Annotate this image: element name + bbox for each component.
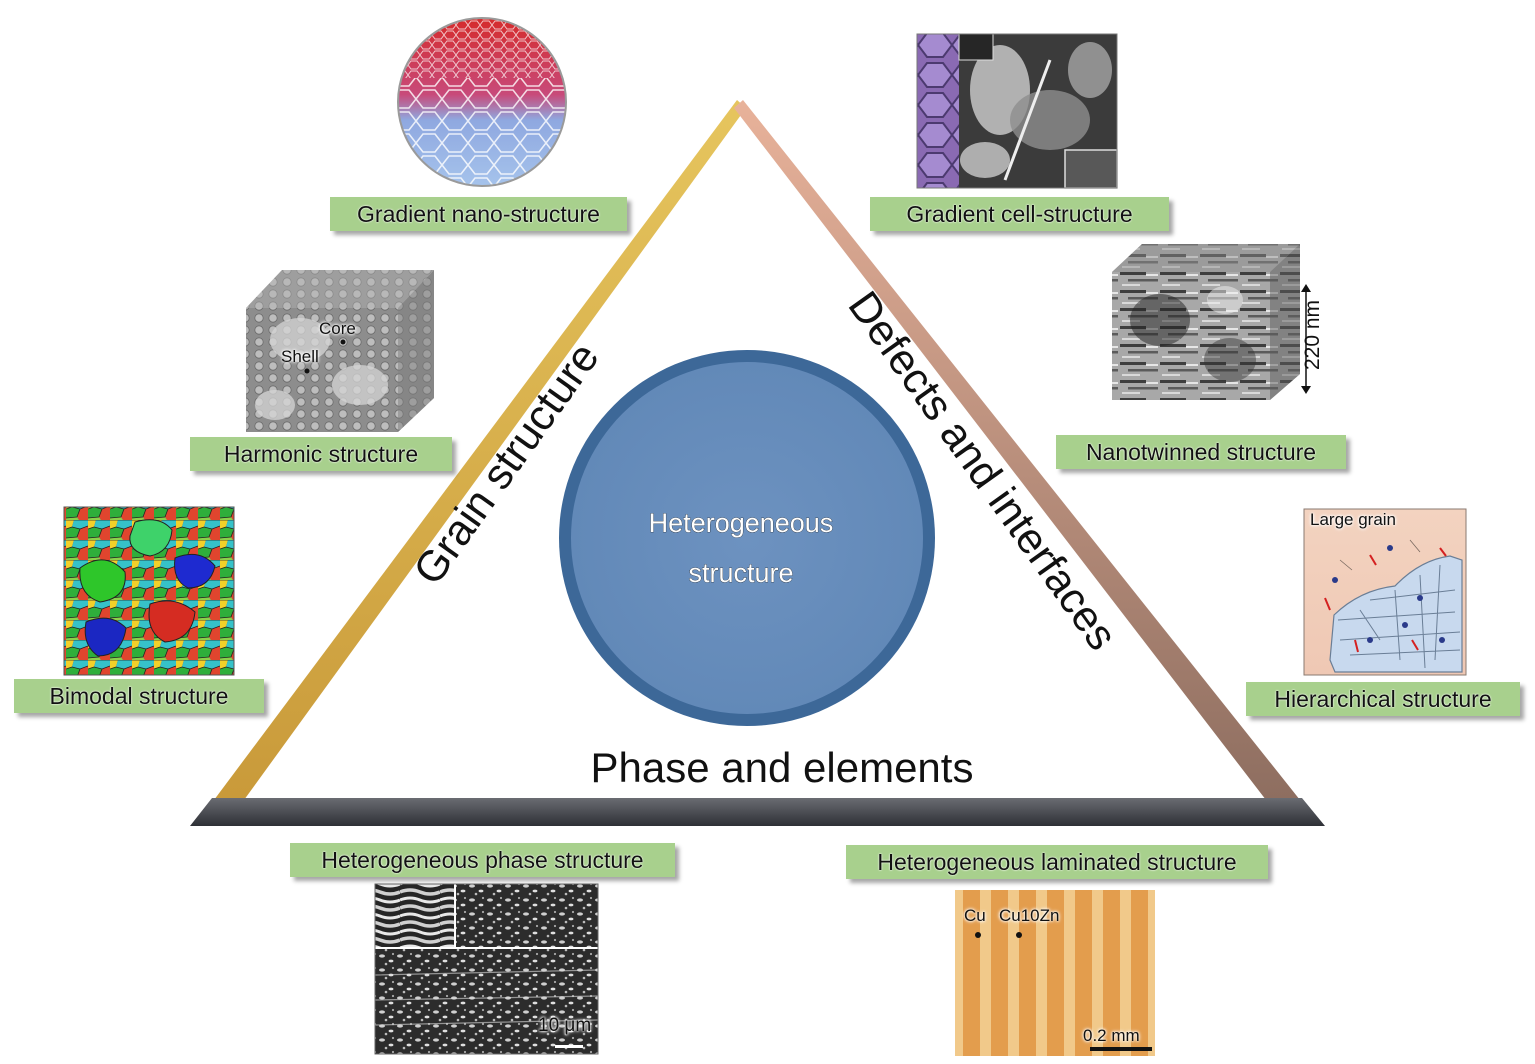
gradient-nano-image: [397, 17, 567, 187]
annotation-cu10zn: Cu10Zn: [999, 906, 1060, 925]
label-hetero-phase-structure: Heterogeneous phase structure: [290, 843, 675, 877]
label-text: Nanotwinned structure: [1085, 439, 1317, 465]
annotation-shell: Shell: [281, 347, 319, 366]
label-hetero-laminated-structure: Heterogeneous laminated structure: [846, 845, 1268, 879]
side-label-phase-elements: Phase and elements: [591, 744, 974, 791]
center-title-line1: Heterogeneous: [649, 508, 834, 538]
annotation-0-2mm: 0.2 mm: [1083, 1026, 1140, 1045]
label-text: Gradient cell-structure: [906, 201, 1133, 227]
nanotwinned-cube-image: [1112, 244, 1311, 400]
label-text: Heterogeneous laminated structure: [877, 849, 1237, 875]
annotation-large-grain: Large grain: [1310, 510, 1397, 529]
label-text: Bimodal structure: [49, 683, 229, 709]
label-harmonic-structure: Harmonic structure: [190, 437, 452, 471]
center-title-line2: structure: [688, 558, 793, 588]
label-hierarchical-structure: Hierarchical structure: [1246, 682, 1520, 716]
hetero-laminated-image: [955, 890, 1155, 1056]
label-text: Heterogeneous phase structure: [321, 847, 644, 873]
bimodal-image: [63, 506, 235, 676]
hetero-phase-image: [374, 883, 599, 1055]
harmonic-cube-image: [246, 270, 434, 432]
label-text: Gradient nano-structure: [357, 201, 600, 227]
label-text: Harmonic structure: [223, 441, 419, 467]
right-side-bar: [734, 100, 1300, 800]
center-circle: Heterogeneous structure: [559, 350, 935, 726]
label-gradient-nano-structure: Gradient nano-structure: [330, 197, 627, 231]
gradient-cell-image: [916, 33, 1118, 189]
annotation-220nm: 220 nm: [1301, 299, 1325, 371]
annotation-core: Core: [319, 319, 356, 338]
base-bar: [190, 798, 1325, 826]
label-bimodal-structure: Bimodal structure: [14, 679, 264, 713]
label-nanotwinned-structure: Nanotwinned structure: [1056, 435, 1346, 469]
label-gradient-cell-structure: Gradient cell-structure: [870, 197, 1169, 231]
hierarchical-image: [1303, 508, 1467, 676]
label-text: Hierarchical structure: [1274, 686, 1492, 712]
annotation-cu: Cu: [964, 906, 986, 925]
annotation-10um: 10 μm: [538, 1015, 592, 1036]
left-side-bar: [214, 100, 746, 800]
